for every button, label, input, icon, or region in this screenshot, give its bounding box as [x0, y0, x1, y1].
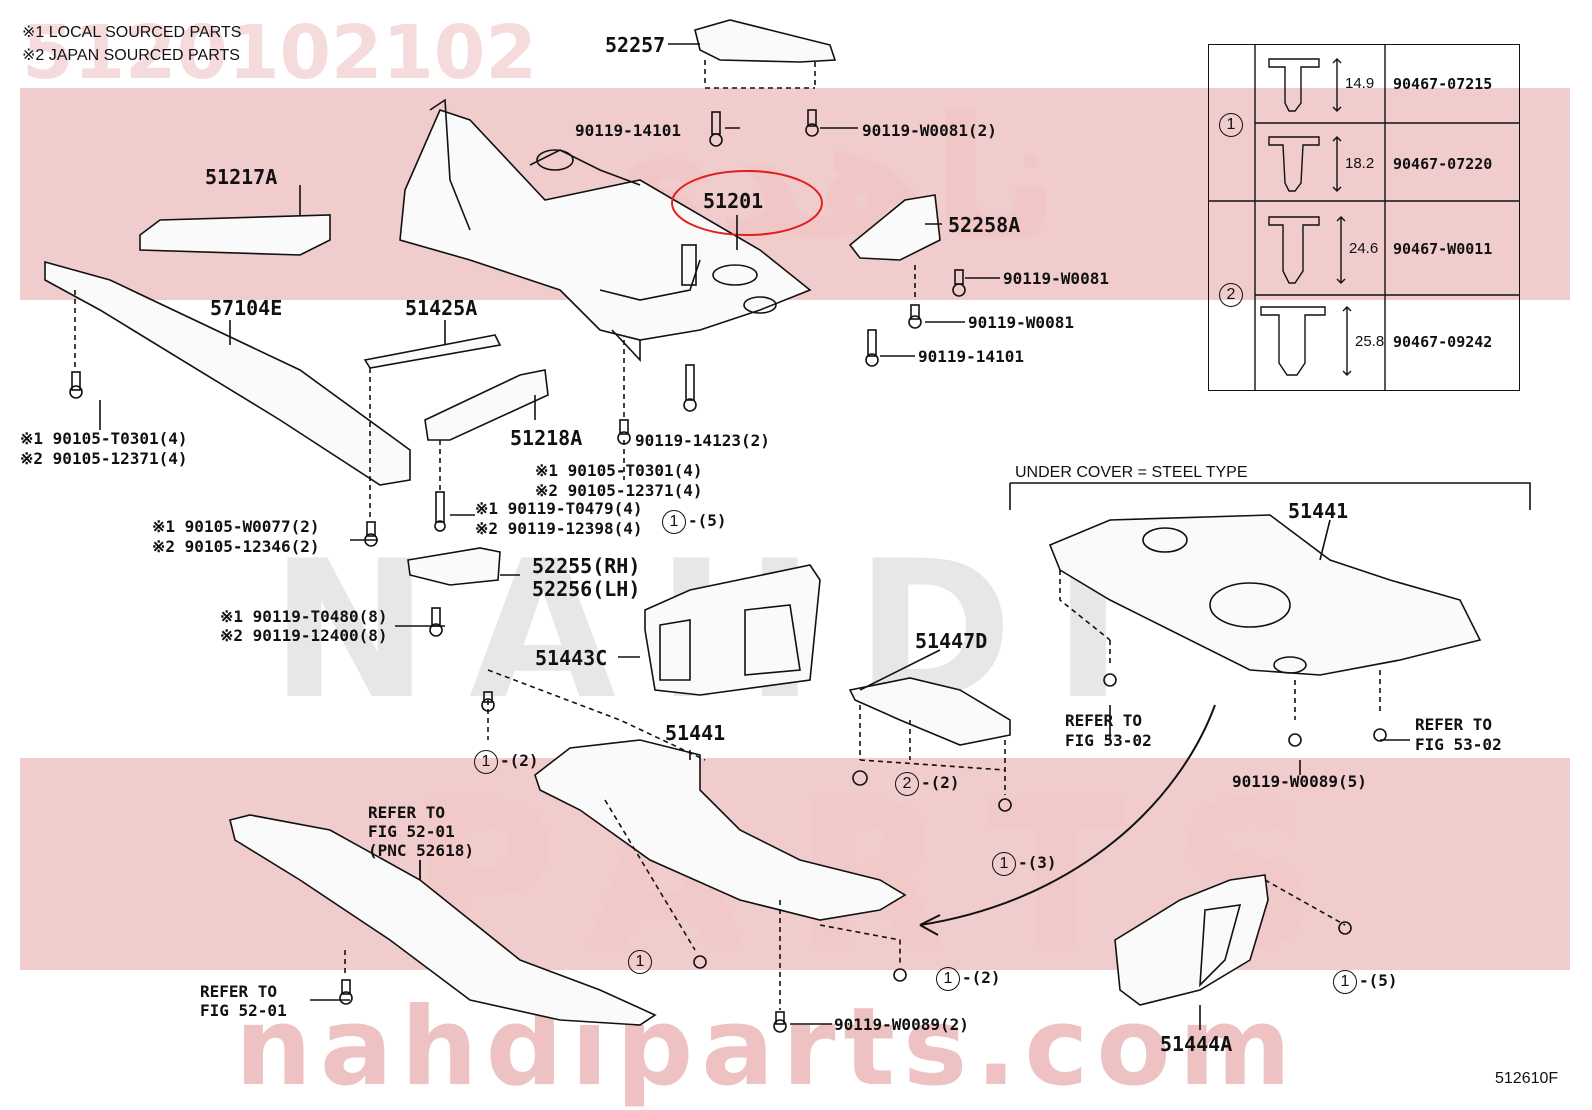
watermark-part-number: 5120102102 — [22, 10, 537, 96]
label-90119-w0089-5: 90119-W0089(5) — [1232, 772, 1367, 791]
label-90119-14101-top: 90119-14101 — [575, 121, 681, 140]
label-57104e: 57104E — [210, 296, 283, 320]
label-90105-t0301-left: ※1 90105-T0301(4) — [20, 429, 188, 448]
group-2-icon: 2 — [1219, 283, 1243, 307]
label-refer-53-02-a1: REFER TO — [1065, 711, 1143, 730]
clip-part-1: 90467-07215 — [1393, 75, 1493, 93]
label-51201: 51201 — [703, 189, 764, 213]
label-51217a: 51217A — [205, 165, 278, 189]
clip-dim-3: 24.6 — [1349, 240, 1379, 257]
label-52257: 52257 — [605, 33, 666, 57]
note-under-cover-steel: UNDER COVER = STEEL TYPE — [1015, 464, 1248, 481]
clip-part-3: 90467-W0011 — [1393, 240, 1493, 258]
label-90105-w0077: ※1 90105-W0077(2) — [152, 517, 320, 536]
figure-id: 512610F — [1495, 1070, 1559, 1087]
label-refer-52-01-a1: REFER TO — [368, 803, 446, 822]
clip-reference-table: 1 2 14.9 90467-07215 18.2 90467-07220 24… — [1208, 44, 1520, 391]
clip-part-4: 90467-09242 — [1393, 333, 1493, 351]
clip-dim-1: 14.9 — [1345, 75, 1375, 92]
clip-1-icon: 1 — [1333, 970, 1357, 994]
label-90105-12371-left: ※2 90105-12371(4) — [20, 449, 188, 468]
callout-clip1-bare: 1 — [628, 950, 654, 974]
label-51425a: 51425A — [405, 296, 478, 320]
label-90119-w0089-2: 90119-W0089(2) — [834, 1015, 969, 1034]
label-90105-12371-mid: ※2 90105-12371(4) — [535, 481, 703, 500]
label-refer-52-01-b2: FIG 52-01 — [200, 1001, 287, 1020]
clip-1-icon: 1 — [662, 510, 686, 534]
label-refer-52-01-a3: (PNC 52618) — [368, 841, 474, 860]
clip-part-2: 90467-07220 — [1393, 155, 1493, 173]
group-1-icon: 1 — [1219, 113, 1243, 137]
clip-dim-2: 18.2 — [1345, 155, 1375, 172]
label-52255-rh: 52255(RH) — [532, 554, 641, 578]
label-90119-w0081-a: 90119-W0081 — [1003, 269, 1109, 288]
label-90119-w0081-b: 90119-W0081 — [968, 313, 1074, 332]
clip-2-icon: 2 — [895, 772, 919, 796]
callout-qty: -(2) — [921, 773, 960, 792]
clip-1-icon: 1 — [628, 950, 652, 974]
callout-clip1-qty5-b: 1-(5) — [1333, 970, 1398, 994]
callout-qty: -(3) — [1018, 853, 1057, 872]
label-refer-52-01-a2: FIG 52-01 — [368, 822, 455, 841]
clip-table-grid — [1209, 45, 1519, 390]
label-90119-t0480: ※1 90119-T0480(8) — [220, 607, 388, 626]
label-90119-12398: ※2 90119-12398(4) — [475, 519, 643, 538]
note-local-sourced: ※1 LOCAL SOURCED PARTS — [22, 24, 242, 41]
clip-1-icon: 1 — [992, 852, 1016, 876]
label-52256-lh: 52256(LH) — [532, 577, 641, 601]
label-90119-14101-right: 90119-14101 — [918, 347, 1024, 366]
callout-qty: -(5) — [1359, 971, 1398, 990]
label-refer-53-02-b2: FIG 53-02 — [1415, 735, 1502, 754]
label-51443c: 51443C — [535, 646, 608, 670]
label-51441-mid: 51441 — [665, 721, 726, 745]
note-japan-sourced: ※2 JAPAN SOURCED PARTS — [22, 47, 240, 64]
label-51447d: 51447D — [915, 629, 988, 653]
callout-qty: -(5) — [688, 511, 727, 530]
label-90105-12346: ※2 90105-12346(2) — [152, 537, 320, 556]
clip-dim-4: 25.8 — [1355, 333, 1385, 350]
label-90119-t0479: ※1 90119-T0479(4) — [475, 499, 643, 518]
label-90119-w0081-2: 90119-W0081(2) — [862, 121, 997, 140]
label-51444a: 51444A — [1160, 1032, 1233, 1056]
callout-clip2-qty2: 2-(2) — [895, 772, 960, 796]
callout-clip1-qty2-a: 1-(2) — [474, 750, 539, 774]
callout-clip1-qty3: 1-(3) — [992, 852, 1057, 876]
label-refer-52-01-b1: REFER TO — [200, 982, 278, 1001]
clip-1-icon: 1 — [936, 967, 960, 991]
label-51218a: 51218A — [510, 426, 583, 450]
label-90105-t0301-mid: ※1 90105-T0301(4) — [535, 461, 703, 480]
callout-qty: -(2) — [500, 751, 539, 770]
label-90119-12400: ※2 90119-12400(8) — [220, 626, 388, 645]
watermark-site: nahdiparts.com — [235, 985, 1300, 1110]
clip-1-icon: 1 — [474, 750, 498, 774]
callout-qty: -(2) — [962, 968, 1001, 987]
label-52258a: 52258A — [948, 213, 1021, 237]
label-refer-53-02-b1: REFER TO — [1415, 715, 1493, 734]
label-refer-53-02-a2: FIG 53-02 — [1065, 731, 1152, 750]
callout-clip1-qty2-b: 1-(2) — [936, 967, 1001, 991]
label-90119-14123: 90119-14123(2) — [635, 431, 770, 450]
callout-clip1-qty5-a: 1-(5) — [662, 510, 727, 534]
label-51441-right: 51441 — [1288, 499, 1349, 523]
